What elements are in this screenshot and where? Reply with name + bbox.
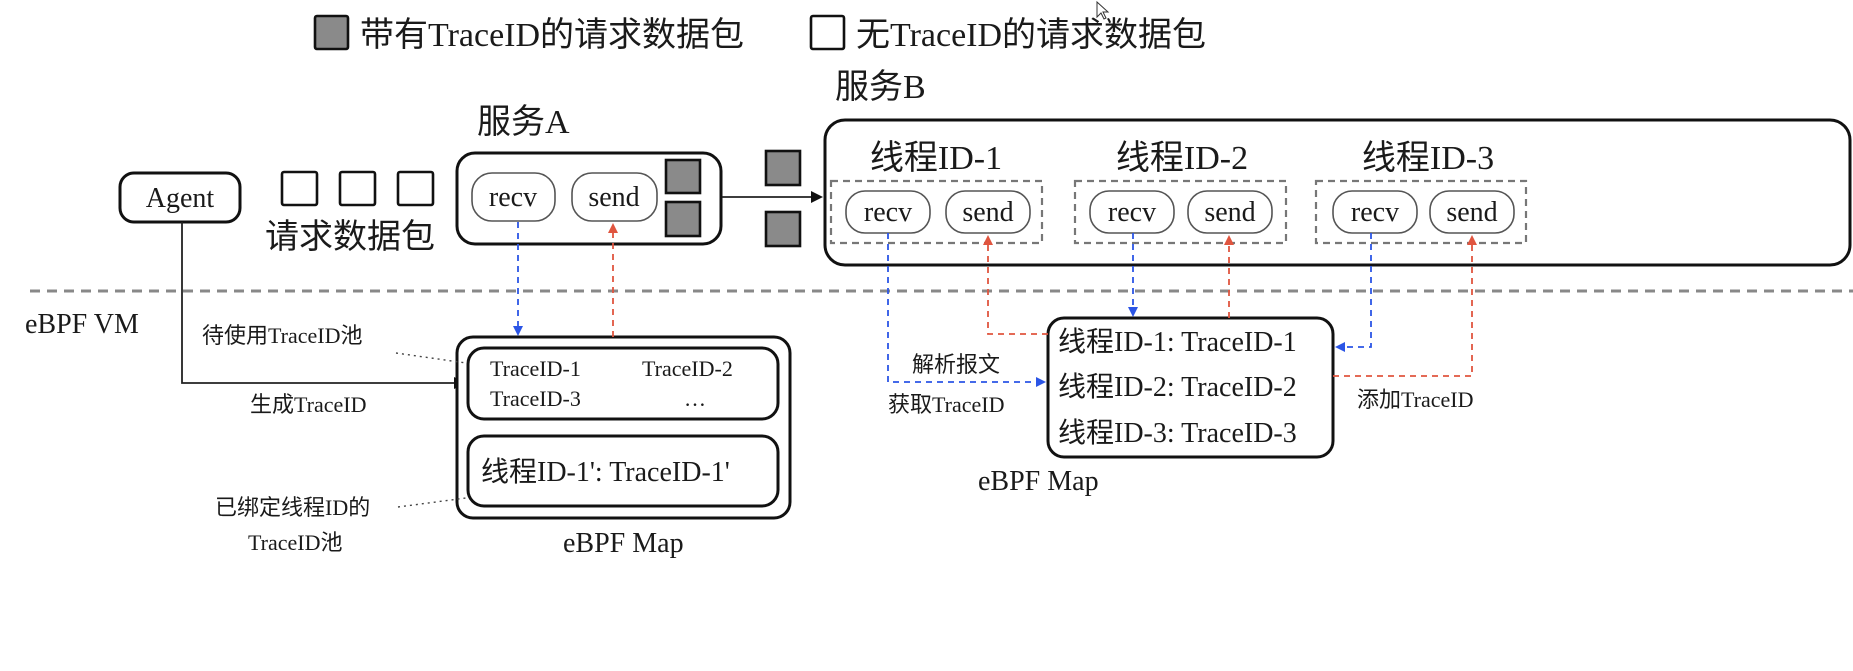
thread-1[interactable]: 线程ID-1 recv send <box>829 139 1044 245</box>
svg-text:send: send <box>1446 197 1497 228</box>
svg-text:recv: recv <box>864 197 912 228</box>
mouse-cursor-icon <box>1096 0 1110 20</box>
pool-item: TraceID-3 <box>490 386 581 411</box>
thread-1-send[interactable]: send <box>945 190 1031 234</box>
legend-without-traceid-label: 无TraceID的请求数据包 <box>856 16 1206 54</box>
svg-text:send: send <box>588 182 639 213</box>
thread-3-label: 线程ID-3 <box>1362 139 1494 177</box>
map-entry: 线程ID-3: TraceID-3 <box>1058 417 1297 449</box>
empty-packet-icon <box>280 170 319 207</box>
service-b-box[interactable]: 线程ID-1 recv send 线程ID-2 recv send <box>823 118 1852 267</box>
traced-packet-icon <box>664 158 702 195</box>
traced-packet-icon <box>664 200 702 238</box>
thread-3-recv-arrow <box>1335 233 1372 352</box>
traced-packet-icon <box>764 210 802 248</box>
agent-label: Agent <box>146 183 215 214</box>
bound-entry: 线程ID-1': TraceID-1' <box>481 456 730 488</box>
thread-1-recv-arrow <box>887 233 1046 387</box>
thread-1-send-arrow <box>983 235 1048 335</box>
generate-traceid-arrow <box>181 222 466 389</box>
request-packets: 请求数据包 <box>265 170 435 256</box>
pending-traceid-pool[interactable]: TraceID-1 TraceID-2 TraceID-3 … <box>466 346 780 421</box>
thread-2-recv[interactable]: recv <box>1089 190 1175 234</box>
map-entry: 线程ID-1: TraceID-1 <box>1058 326 1297 358</box>
empty-packet-icon <box>396 170 435 207</box>
service-a-title: 服务A <box>477 103 570 141</box>
agent-node[interactable]: Agent <box>118 171 242 224</box>
thread-3-recv[interactable]: recv <box>1332 190 1418 234</box>
traced-packet-icon <box>764 149 802 187</box>
service-a-recv[interactable]: recv <box>471 172 556 222</box>
svg-text:send: send <box>1204 197 1255 228</box>
bound-pool-label-line1: 已绑定线程ID的 <box>215 495 370 520</box>
parse-label-line2: 获取TraceID <box>888 392 1005 417</box>
pending-pool-label: 待使用TraceID池 <box>202 323 363 348</box>
service-a-send[interactable]: send <box>571 172 658 222</box>
bound-traceid-pool[interactable]: 线程ID-1': TraceID-1' <box>466 434 780 508</box>
left-ebpf-map[interactable]: TraceID-1 TraceID-2 TraceID-3 … 线程ID-1':… <box>455 335 792 520</box>
service-b-title: 服务B <box>835 68 926 106</box>
left-map-caption: eBPF Map <box>563 528 684 559</box>
thread-2-send[interactable]: send <box>1187 190 1273 234</box>
thread-3[interactable]: 线程ID-3 recv send <box>1314 139 1528 245</box>
ebpf-vm-label: eBPF VM <box>25 309 139 340</box>
service-a-box[interactable]: recv send <box>455 151 723 246</box>
legend-packet-without-traceid-icon <box>809 14 846 51</box>
pool-item: TraceID-1 <box>490 356 581 381</box>
generate-traceid-label: 生成TraceID <box>250 392 367 417</box>
parse-label-line1: 解析报文 <box>912 352 1000 377</box>
add-traceid-label: 添加TraceID <box>1357 387 1474 412</box>
svg-text:recv: recv <box>1351 197 1399 228</box>
empty-packet-icon <box>338 170 377 207</box>
svg-text:send: send <box>962 197 1013 228</box>
svg-text:recv: recv <box>1108 197 1156 228</box>
thread-2-label: 线程ID-2 <box>1116 139 1248 177</box>
legend: 带有TraceID的请求数据包 无TraceID的请求数据包 <box>313 14 1206 54</box>
thread-1-label: 线程ID-1 <box>870 139 1002 177</box>
legend-with-traceid-label: 带有TraceID的请求数据包 <box>360 16 744 54</box>
thread-3-send[interactable]: send <box>1429 190 1515 234</box>
bound-pool-label-line2: TraceID池 <box>248 530 343 555</box>
pool-item: … <box>684 386 706 411</box>
map-entry: 线程ID-2: TraceID-2 <box>1058 371 1297 403</box>
thread-3-send-arrow <box>1333 235 1477 377</box>
thread-1-recv[interactable]: recv <box>845 190 931 234</box>
legend-packet-with-traceid-icon <box>313 14 350 51</box>
thread-2[interactable]: 线程ID-2 recv send <box>1073 139 1288 245</box>
pool-item: TraceID-2 <box>642 356 733 381</box>
right-map-caption: eBPF Map <box>978 466 1099 497</box>
right-ebpf-map[interactable]: 线程ID-1: TraceID-1 线程ID-2: TraceID-2 线程ID… <box>1046 316 1335 459</box>
svg-text:recv: recv <box>489 182 537 213</box>
request-packets-label: 请求数据包 <box>265 218 435 256</box>
